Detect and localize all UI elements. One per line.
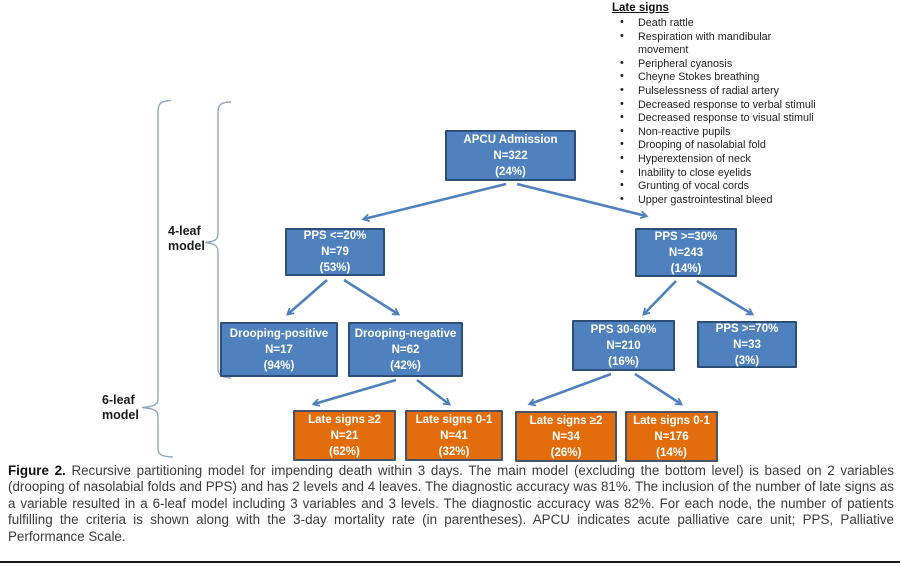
arrow-droopneg-to-late-ge2: [314, 378, 397, 404]
arrow-droopneg-to-late-01: [416, 378, 449, 404]
bullet-icon: •: [620, 83, 624, 96]
late-signs-item: •Drooping of nasolabial fold: [620, 138, 766, 152]
node-label: PPS <=20%: [303, 230, 367, 242]
node-drooping-negative: Drooping-negative N=62 (42%): [348, 322, 463, 377]
node-rate: (32%): [438, 445, 470, 458]
bracket-6-leaf-model: [141, 99, 174, 458]
node-label: Late signs ≥2: [529, 414, 603, 427]
node-pps-le-20: PPS <=20% N=79 (53%): [285, 228, 385, 276]
bullet-icon: •: [620, 56, 624, 69]
late-signs-item: •Respiration with mandibular movement: [620, 29, 772, 57]
arrow-ge30-to-ppsge70: [696, 279, 752, 314]
node-rate: (24%): [495, 165, 526, 178]
bullet-icon: •: [620, 138, 624, 151]
bullet-icon: •: [620, 111, 624, 124]
bullet-icon: •: [620, 97, 624, 110]
node-rate: (16%): [608, 355, 639, 368]
late-signs-panel: Late signs •Death rattle •Respiration wi…: [612, 2, 874, 207]
arrow-root-to-pps-le20: [364, 182, 507, 219]
node-rate: (94%): [263, 359, 295, 372]
node-label: Late signs 0-1: [415, 413, 493, 426]
figure-label: Figure 2.: [8, 463, 66, 478]
node-count: N=176: [654, 430, 689, 443]
node-count: N=41: [440, 429, 468, 442]
label-6-leaf-model: 6-leaf model: [102, 393, 139, 422]
node-count: N=21: [330, 429, 359, 442]
arrow-pps3060-to-late-ge2: [530, 372, 612, 404]
node-rate: (3%): [734, 354, 760, 367]
node-late-signs-ge2-right: Late signs ≥2 N=34 (26%): [515, 411, 617, 462]
late-signs-item: •Pulselessness of radial artery: [620, 83, 780, 97]
node-label: Late signs ≥2: [308, 413, 381, 426]
node-late-signs-0-1-left: Late signs 0-1 N=41 (32%): [405, 410, 503, 461]
late-signs-item: •Non-reactive pupils: [620, 124, 731, 138]
arrow-pps3060-to-late-01: [634, 372, 681, 404]
node-late-signs-ge2-left: Late signs ≥2 N=21 (62%): [293, 410, 396, 461]
node-label: PPS 30-60%: [590, 323, 657, 336]
node-label: PPS >=30%: [654, 230, 718, 243]
node-count: N=210: [606, 339, 641, 352]
node-count: N=79: [321, 246, 349, 258]
node-label: Late signs 0-1: [633, 414, 710, 427]
node-rate: (42%): [390, 359, 421, 372]
node-count: N=33: [733, 338, 761, 351]
late-signs-item: •Decreased response to visual stimuli: [620, 111, 814, 125]
node-label: Drooping-negative: [354, 327, 457, 340]
node-rate: (14%): [656, 446, 687, 459]
late-signs-title: Late signs: [612, 2, 669, 14]
arrow-le20-to-droop-neg: [343, 278, 398, 314]
node-rate: (14%): [670, 262, 702, 275]
node-count: N=34: [552, 430, 580, 443]
node-count: N=322: [493, 149, 528, 162]
late-signs-item: •Hyperextension of neck: [620, 151, 751, 165]
bullet-icon: •: [620, 165, 624, 178]
bullet-icon: •: [620, 29, 624, 42]
node-label: Drooping-positive: [229, 327, 329, 340]
label-4-leaf-model: 4-leaf model: [168, 224, 205, 253]
bullet-icon: •: [620, 179, 624, 192]
bullet-icon: •: [620, 151, 624, 164]
node-rate: (53%): [319, 262, 351, 274]
node-count: N=243: [668, 246, 704, 259]
node-rate: (26%): [550, 446, 582, 459]
bullet-icon: •: [620, 124, 624, 137]
node-late-signs-0-1-right: Late signs 0-1 N=176 (14%): [625, 411, 718, 462]
bullet-icon: •: [620, 16, 624, 28]
bullet-icon: •: [620, 192, 624, 205]
late-signs-item: •Peripheral cyanosis: [620, 56, 733, 70]
bullet-icon: •: [620, 70, 624, 83]
node-pps-ge-30: PPS >=30% N=243 (14%): [635, 228, 737, 277]
figure-caption: Figure 2. Recursive partitioning model f…: [8, 463, 894, 545]
node-pps-30-60: PPS 30-60% N=210 (16%): [572, 320, 675, 371]
late-signs-list: •Death rattle •Respiration with mandibul…: [612, 16, 874, 207]
late-signs-item: •Grunting of vocal cords: [620, 179, 750, 193]
arrow-ge30-to-pps3060: [644, 280, 677, 314]
node-count: N=62: [391, 343, 420, 356]
node-apcu-admission: APCU Admission N=322 (24%): [445, 130, 576, 181]
node-rate: (62%): [329, 445, 360, 458]
node-drooping-positive: Drooping-positive N=17 (94%): [220, 322, 338, 377]
late-signs-item: •Death rattle: [620, 16, 694, 29]
node-label: PPS >=70%: [715, 322, 779, 335]
node-count: N=17: [265, 343, 293, 356]
caption-text: Recursive partitioning model for impendi…: [8, 463, 894, 544]
node-pps-ge-70: PPS >=70% N=33 (3%): [697, 321, 797, 368]
late-signs-item: •Upper gastrointestinal bleed: [620, 192, 773, 206]
node-label: APCU Admission: [463, 133, 558, 146]
late-signs-item: •Decreased response to verbal stimuli: [620, 97, 816, 111]
late-signs-item: •Inability to close eyelids: [620, 165, 752, 179]
late-signs-item: •Cheyne Stokes breathing: [620, 70, 760, 84]
arrow-le20-to-droop-pos: [288, 279, 328, 314]
bottom-rule: [0, 561, 900, 563]
